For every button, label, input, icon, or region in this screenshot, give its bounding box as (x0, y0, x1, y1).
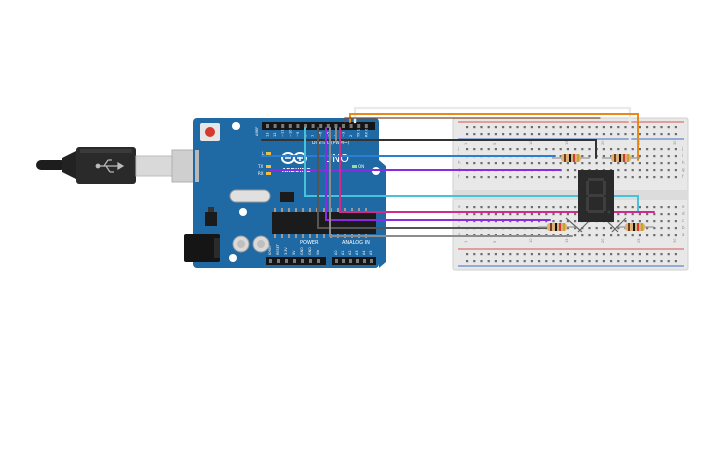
arduino-model-text: UNO (324, 152, 349, 165)
digital-pin-label: ~6 (319, 131, 323, 137)
seven-segment-display[interactable]: 8 (578, 170, 614, 222)
on-led-label: ON (358, 164, 364, 169)
analog-pin-label: A3 (355, 251, 359, 255)
analog-label: ANALOG IN (342, 240, 370, 246)
resistor[interactable] (602, 154, 640, 162)
digital-pin-label: 12 (273, 132, 277, 137)
crystal-oscillator (229, 189, 271, 203)
column-number: 5 (493, 241, 497, 243)
usb-cable[interactable] (36, 147, 197, 184)
row-letter: e (458, 204, 461, 209)
display-segments (586, 178, 611, 214)
row-letter: a (458, 232, 461, 237)
digital-pin-label: 13 (266, 132, 270, 137)
capacitor (252, 235, 270, 253)
analog-pin-label: A0 (334, 251, 338, 255)
on-led (352, 165, 357, 168)
l-led-label: L (262, 151, 265, 156)
wires[interactable] (261, 106, 655, 237)
column-number: 20 (601, 140, 605, 145)
power-pin-label: IOREF (268, 245, 272, 255)
reset-button[interactable] (200, 123, 220, 141)
resistor[interactable] (616, 223, 654, 231)
column-number: 15 (565, 140, 569, 145)
column-number: 20 (601, 238, 605, 243)
display-digit: 8 (596, 210, 597, 212)
power-pin-label: Vin (316, 250, 320, 255)
usb-icon (95, 159, 125, 173)
row-letter: d (682, 211, 685, 216)
power-label: POWER (300, 240, 319, 246)
column-number: 30 (673, 140, 677, 145)
tx-label: TX (257, 164, 263, 169)
row-letter: d (458, 211, 461, 216)
rx-label: RX (258, 171, 264, 176)
aref-label: AREF (255, 127, 259, 136)
mount-hole (239, 208, 247, 216)
power-jack[interactable] (184, 234, 220, 262)
resistor[interactable] (538, 223, 576, 231)
row-letter: g (682, 167, 685, 172)
column-number: 1 (464, 143, 468, 145)
power-pin-label: 5V (292, 250, 296, 255)
column-number: 10 (529, 140, 533, 145)
column-number: 5 (493, 143, 497, 145)
row-letter: a (682, 232, 685, 237)
mount-hole (229, 254, 237, 262)
analog-pin-label: A1 (341, 251, 345, 255)
column-number: 1 (464, 241, 468, 243)
mount-hole (232, 122, 240, 130)
wire-magenta (339, 127, 655, 213)
analog-header (332, 257, 376, 265)
power-pin-label: RESET (276, 243, 280, 255)
digital-pin-label: RX 0 (364, 128, 368, 137)
wire-black (261, 139, 597, 159)
row-letter: h (458, 160, 461, 165)
column-number: 10 (529, 238, 533, 243)
analog-pin-label: A2 (348, 251, 352, 255)
column-number: 15 (565, 238, 569, 243)
digital-pin-label: ~10 (288, 129, 292, 137)
row-letter: b (682, 225, 685, 230)
wire-cyan (304, 127, 639, 213)
row-letter: f (458, 174, 460, 179)
row-letter: i (682, 153, 683, 158)
row-letter: f (682, 174, 684, 179)
digital-pin-label: ~11 (281, 129, 285, 137)
row-letter: h (682, 160, 685, 165)
digital-pin-label: TX 1 (357, 129, 361, 138)
row-letter: j (457, 146, 459, 151)
voltage-regulator (205, 212, 217, 226)
row-letter: c (682, 218, 684, 223)
column-number: 30 (673, 238, 677, 243)
digital-pin-label: ~3 (342, 132, 346, 137)
digital-pin-label: 7 (311, 135, 315, 137)
wire-gray (329, 127, 573, 237)
capacitor (232, 235, 250, 253)
wire-purple (325, 127, 551, 221)
resistor[interactable] (552, 154, 590, 162)
wire-brown (344, 117, 601, 123)
analog-pin-label: A5 (369, 251, 373, 255)
row-letter: j (681, 146, 683, 151)
digital-pin-label: ~5 (326, 132, 330, 137)
power-pin-label: GND (300, 247, 304, 255)
digital-pin-label: 2 (349, 135, 353, 137)
digital-pin-label: ~9 (296, 131, 300, 137)
column-number: 25 (637, 238, 641, 243)
digital-header (262, 122, 375, 130)
analog-pin-label: A4 (362, 251, 366, 255)
wire-darkgray (317, 127, 561, 229)
row-letter: e (682, 204, 685, 209)
power-pin-label: 3.3V (284, 247, 288, 255)
power-pin-label: GND (308, 247, 312, 255)
